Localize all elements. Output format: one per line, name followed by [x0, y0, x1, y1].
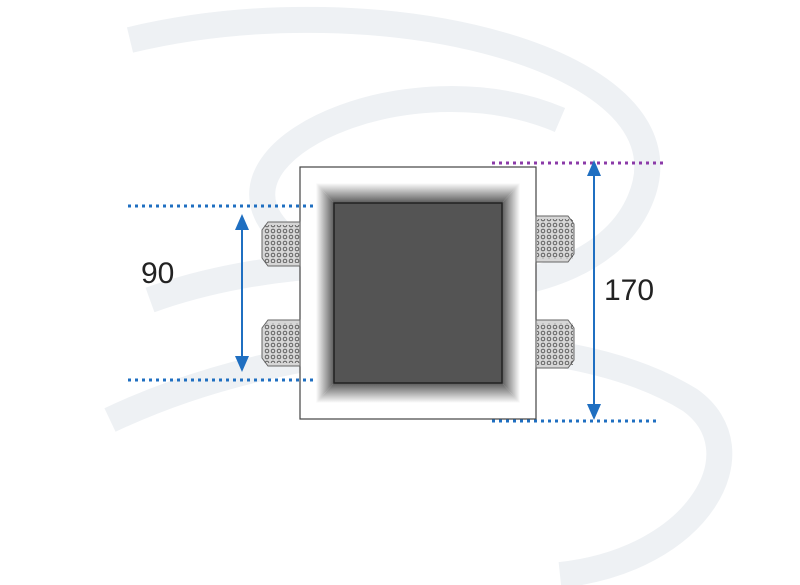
inner-panel — [333, 202, 503, 384]
clip-top-right — [535, 215, 575, 263]
dimension-outer: 170 — [492, 160, 664, 423]
clip-bottom-left — [261, 319, 301, 367]
arrowhead-outer-top — [587, 160, 601, 176]
arrowhead-inner-top — [235, 214, 249, 230]
arrowhead-inner-bottom — [235, 356, 249, 372]
dimension-label-inner: 90 — [141, 257, 174, 290]
dimension-inner: 90 — [128, 204, 316, 382]
clip-top-left — [261, 221, 301, 267]
arrowhead-outer-bottom — [587, 404, 601, 420]
clip-bottom-right — [535, 319, 575, 369]
dimension-label-outer: 170 — [604, 274, 654, 307]
recess-shading — [316, 183, 520, 403]
mounting-clips — [261, 215, 575, 369]
